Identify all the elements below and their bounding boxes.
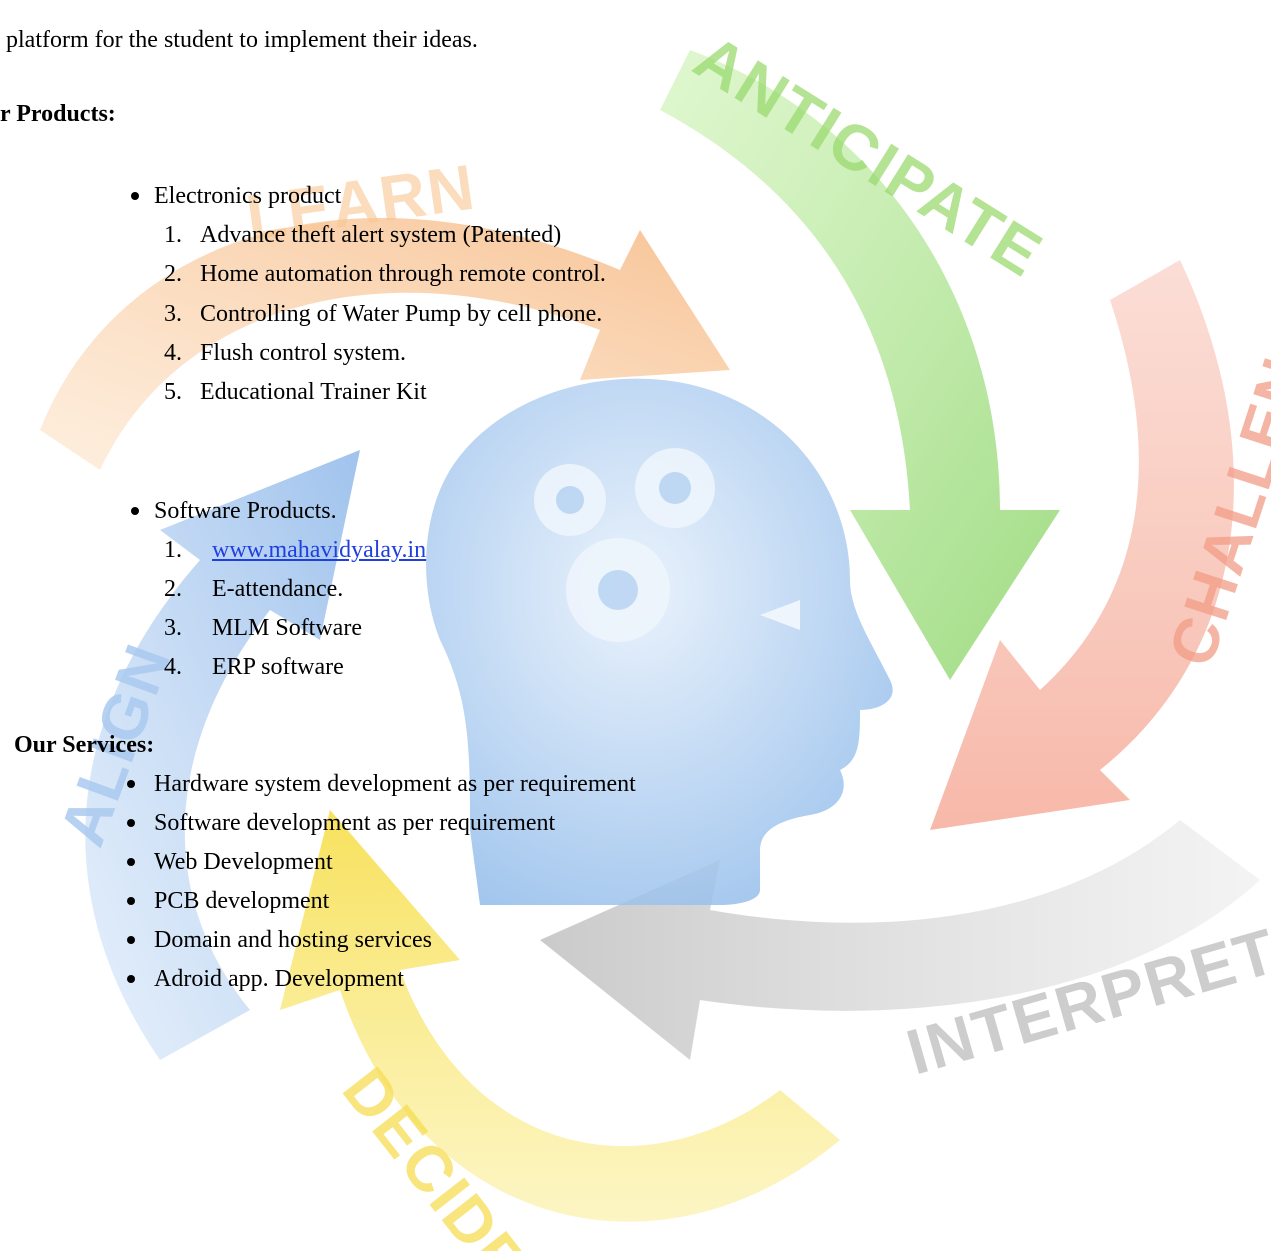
electronics-num-2: 2. [164, 261, 182, 287]
software-item-3: MLM Software [212, 615, 362, 641]
software-item-4: ERP software [212, 654, 344, 680]
services-heading: Our Services: [14, 732, 155, 758]
service-item-2: Software development as per requirement [154, 810, 556, 836]
anticipate-arrow [660, 50, 1060, 680]
software-num-4: 4. [164, 654, 182, 680]
learn-arrow [40, 218, 730, 470]
electronics-item-5: Educational Trainer Kit [200, 379, 427, 405]
decide-arrow [280, 810, 840, 1222]
electronics-num-4: 4. [164, 340, 182, 366]
bullet-service-2 [127, 819, 135, 827]
service-item-5: Domain and hosting services [154, 927, 432, 953]
bullet-service-5 [127, 936, 135, 944]
eye-shape [760, 600, 800, 630]
bullet-software [131, 507, 139, 515]
software-item-2: E-attendance. [212, 576, 344, 602]
service-item-4: PCB development [154, 888, 330, 914]
electronics-item-4: Flush control system. [200, 340, 407, 366]
electronics-num-3: 3. [164, 301, 182, 327]
bullet-service-3 [127, 858, 135, 866]
service-item-6: Adroid app. Development [154, 966, 404, 992]
mahavidyalay-link[interactable]: www.mahavidyalay.in [212, 537, 427, 563]
electronics-item-1: Advance theft alert system (Patented) [200, 222, 562, 248]
service-item-3: Web Development [154, 849, 333, 875]
gears-icon [534, 448, 715, 642]
align-arrow [85, 450, 360, 1060]
software-num-1: 1. [164, 537, 182, 563]
software-num-2: 2. [164, 576, 182, 602]
software-title: Software Products. [154, 498, 337, 524]
bullet-service-1 [127, 780, 135, 788]
products-heading: r Products: [0, 101, 116, 127]
service-item-1: Hardware system development as per requi… [154, 771, 636, 797]
bullet-service-6 [127, 975, 135, 983]
electronics-num-1: 1. [164, 222, 182, 248]
electronics-item-2: Home automation through remote control. [200, 261, 606, 287]
software-num-3: 3. [164, 615, 182, 641]
electronics-item-3: Controlling of Water Pump by cell phone. [200, 301, 603, 327]
challenge-arrow [930, 260, 1234, 830]
bullet-service-4 [127, 897, 135, 905]
electronics-num-5: 5. [164, 379, 182, 405]
bullet-electronics [131, 192, 139, 200]
interpret-arrow [540, 820, 1260, 1060]
intro-text: platform for the student to implement th… [6, 27, 478, 53]
electronics-title: Electronics product [154, 183, 342, 209]
